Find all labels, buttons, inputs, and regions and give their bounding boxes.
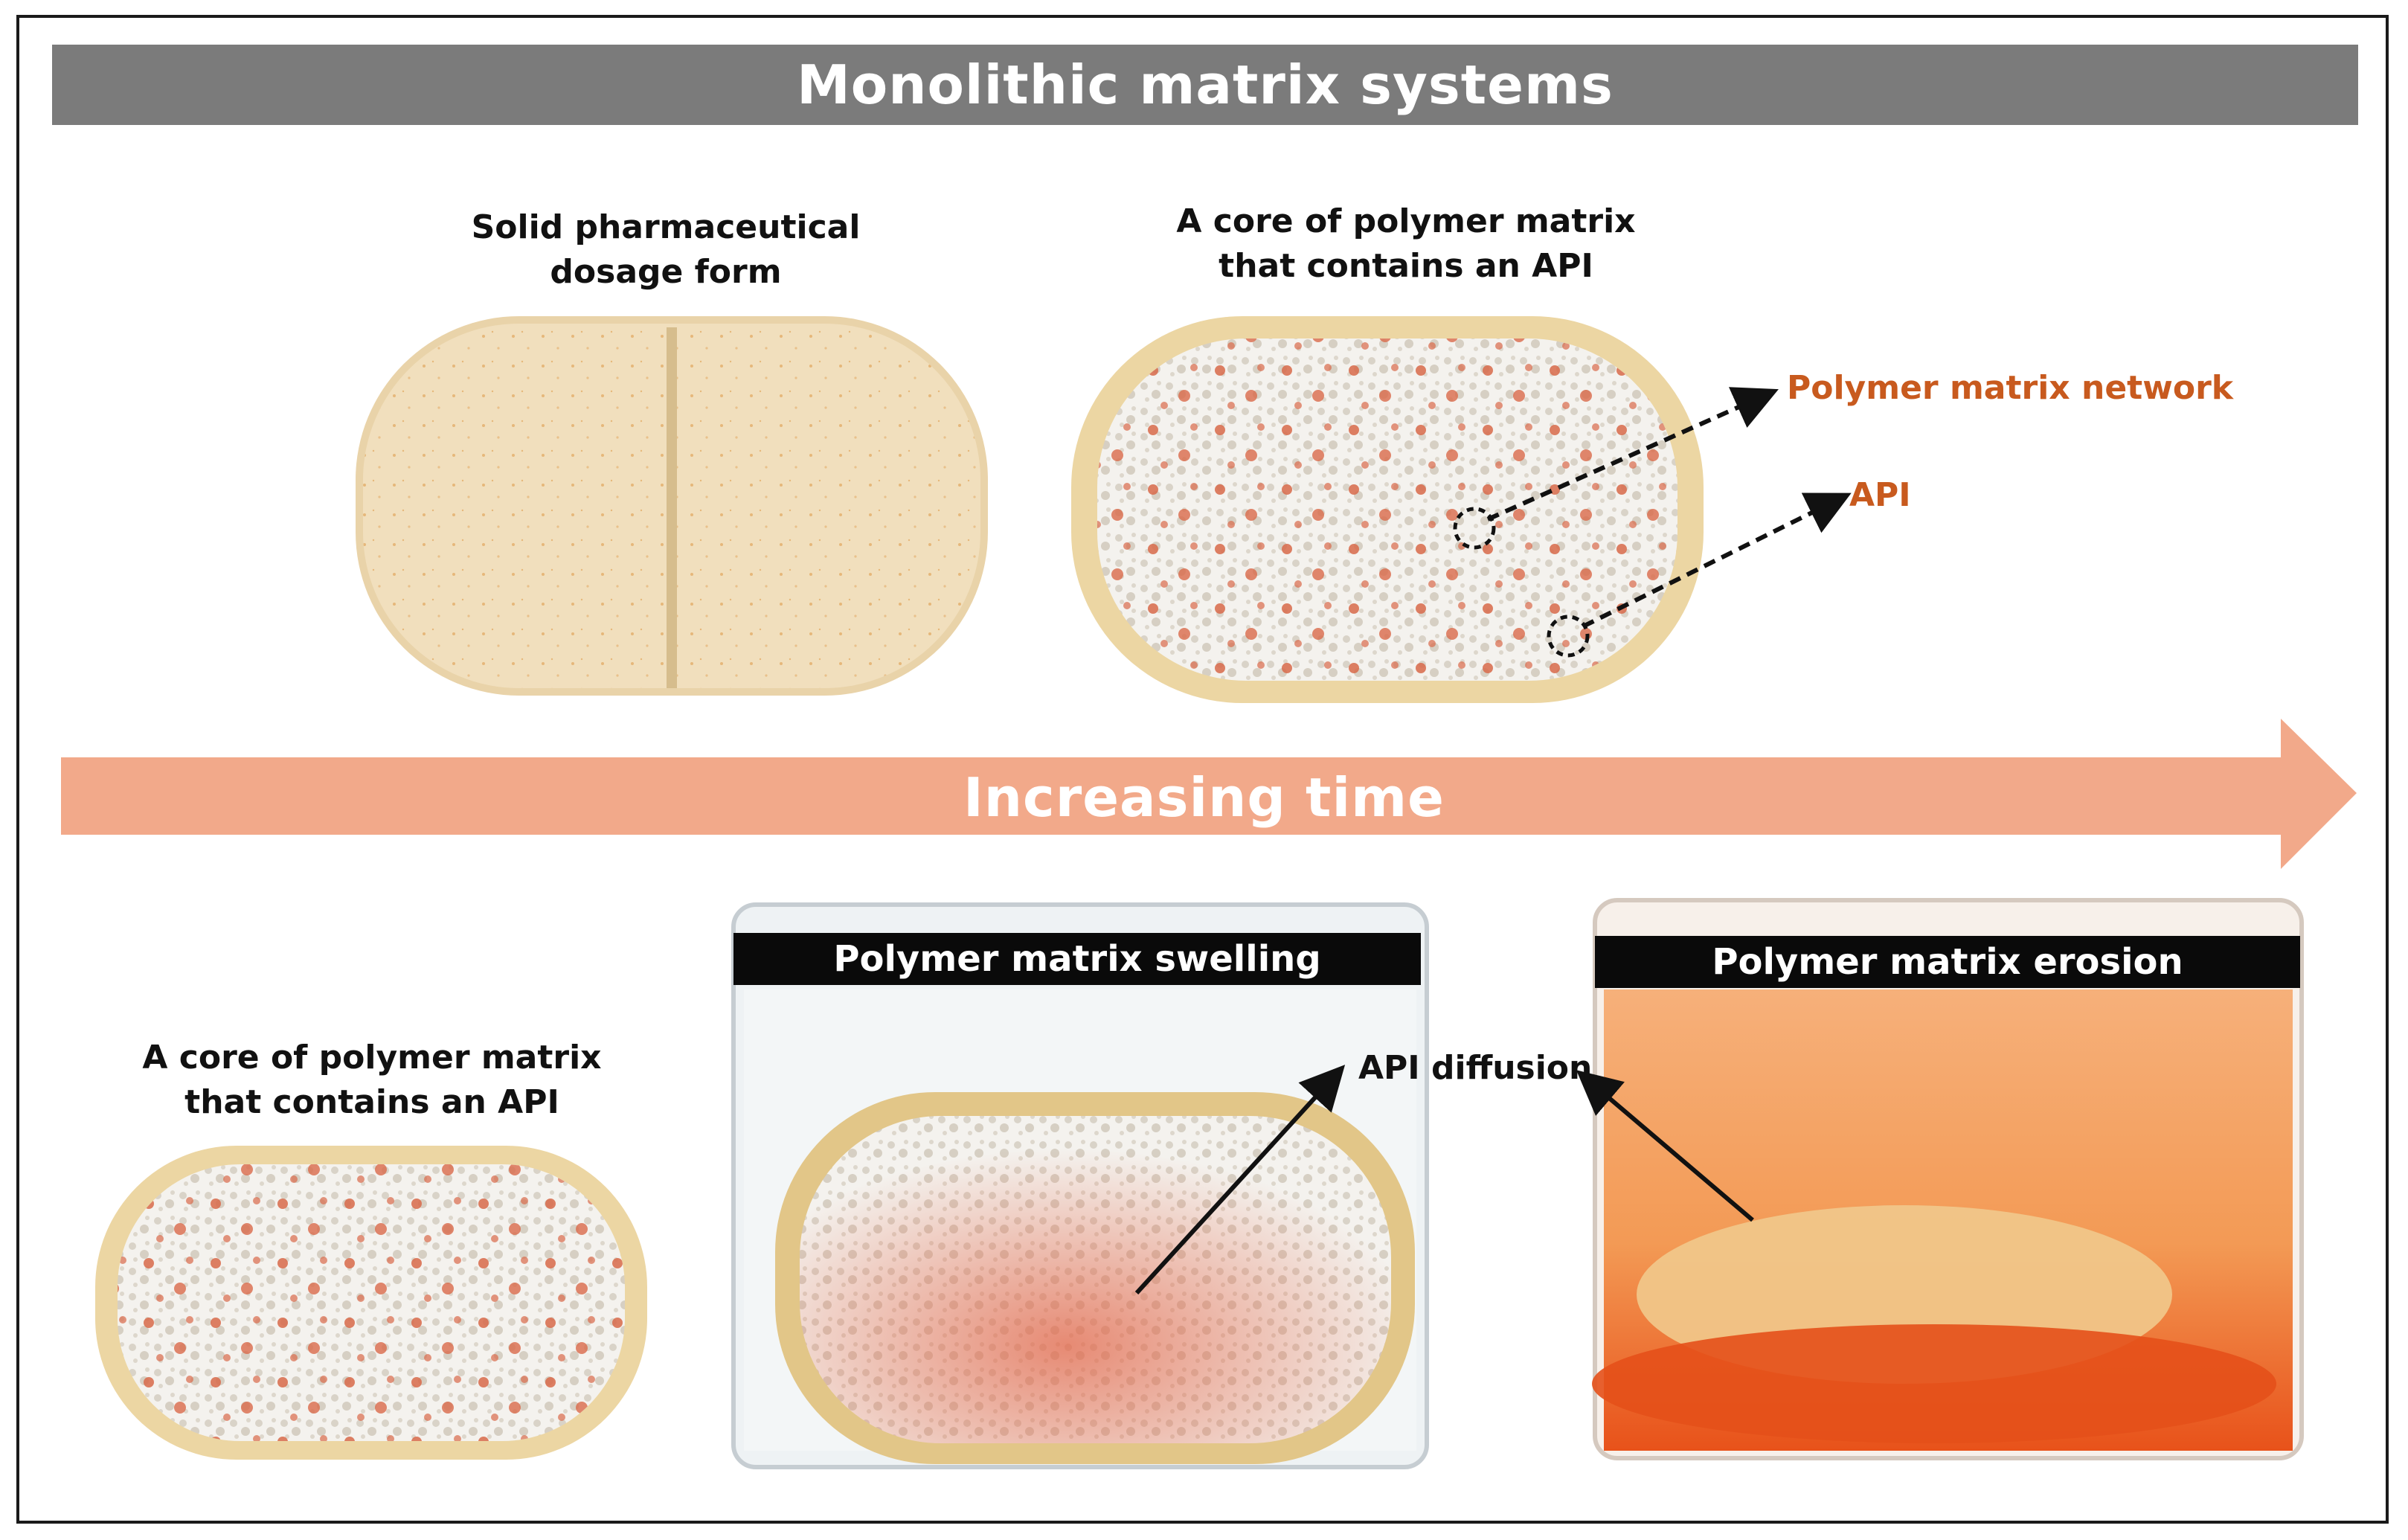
core-caption-top: A core of polymer matrix that contains a…	[1131, 199, 1681, 289]
core-caption-top-line2: that contains an API	[1219, 247, 1593, 285]
core-caption-bottom: A core of polymer matrix that contains a…	[112, 1036, 632, 1125]
solid-tablet	[356, 316, 988, 696]
swelling-title-bar: Polymer matrix swelling	[733, 933, 1421, 985]
tablet-caption: Solid pharmaceutical dosage form	[417, 205, 915, 295]
erosion-beaker	[1576, 898, 2304, 1460]
core-caption-bottom-line2: that contains an API	[184, 1083, 559, 1121]
core-cross-section-top	[1071, 316, 1852, 703]
swelling-title: Polymer matrix swelling	[833, 938, 1321, 980]
swelling-beaker	[731, 902, 1429, 1469]
callout-polymer-network: Polymer matrix network	[1787, 369, 2234, 407]
figure-title: Monolithic matrix systems	[797, 54, 1614, 116]
erosion-title: Polymer matrix erosion	[1712, 941, 2183, 983]
figure-frame	[16, 15, 2389, 1524]
title-bar: Monolithic matrix systems	[52, 45, 2358, 125]
tablet-caption-line1: Solid pharmaceutical	[471, 208, 861, 246]
time-arrow	[61, 719, 2357, 869]
api-diffusion-label: API diffusion	[1358, 1049, 1593, 1087]
core-caption-top-line1: A core of polymer matrix	[1176, 202, 1636, 240]
tablet-caption-line2: dosage form	[550, 253, 782, 291]
callout-api: API	[1849, 476, 1911, 514]
erosion-title-bar: Polymer matrix erosion	[1595, 936, 2300, 988]
core-cross-section-bottom	[95, 1146, 647, 1460]
time-label: Increasing time	[963, 766, 1445, 829]
core-caption-bottom-line1: A core of polymer matrix	[142, 1039, 602, 1077]
